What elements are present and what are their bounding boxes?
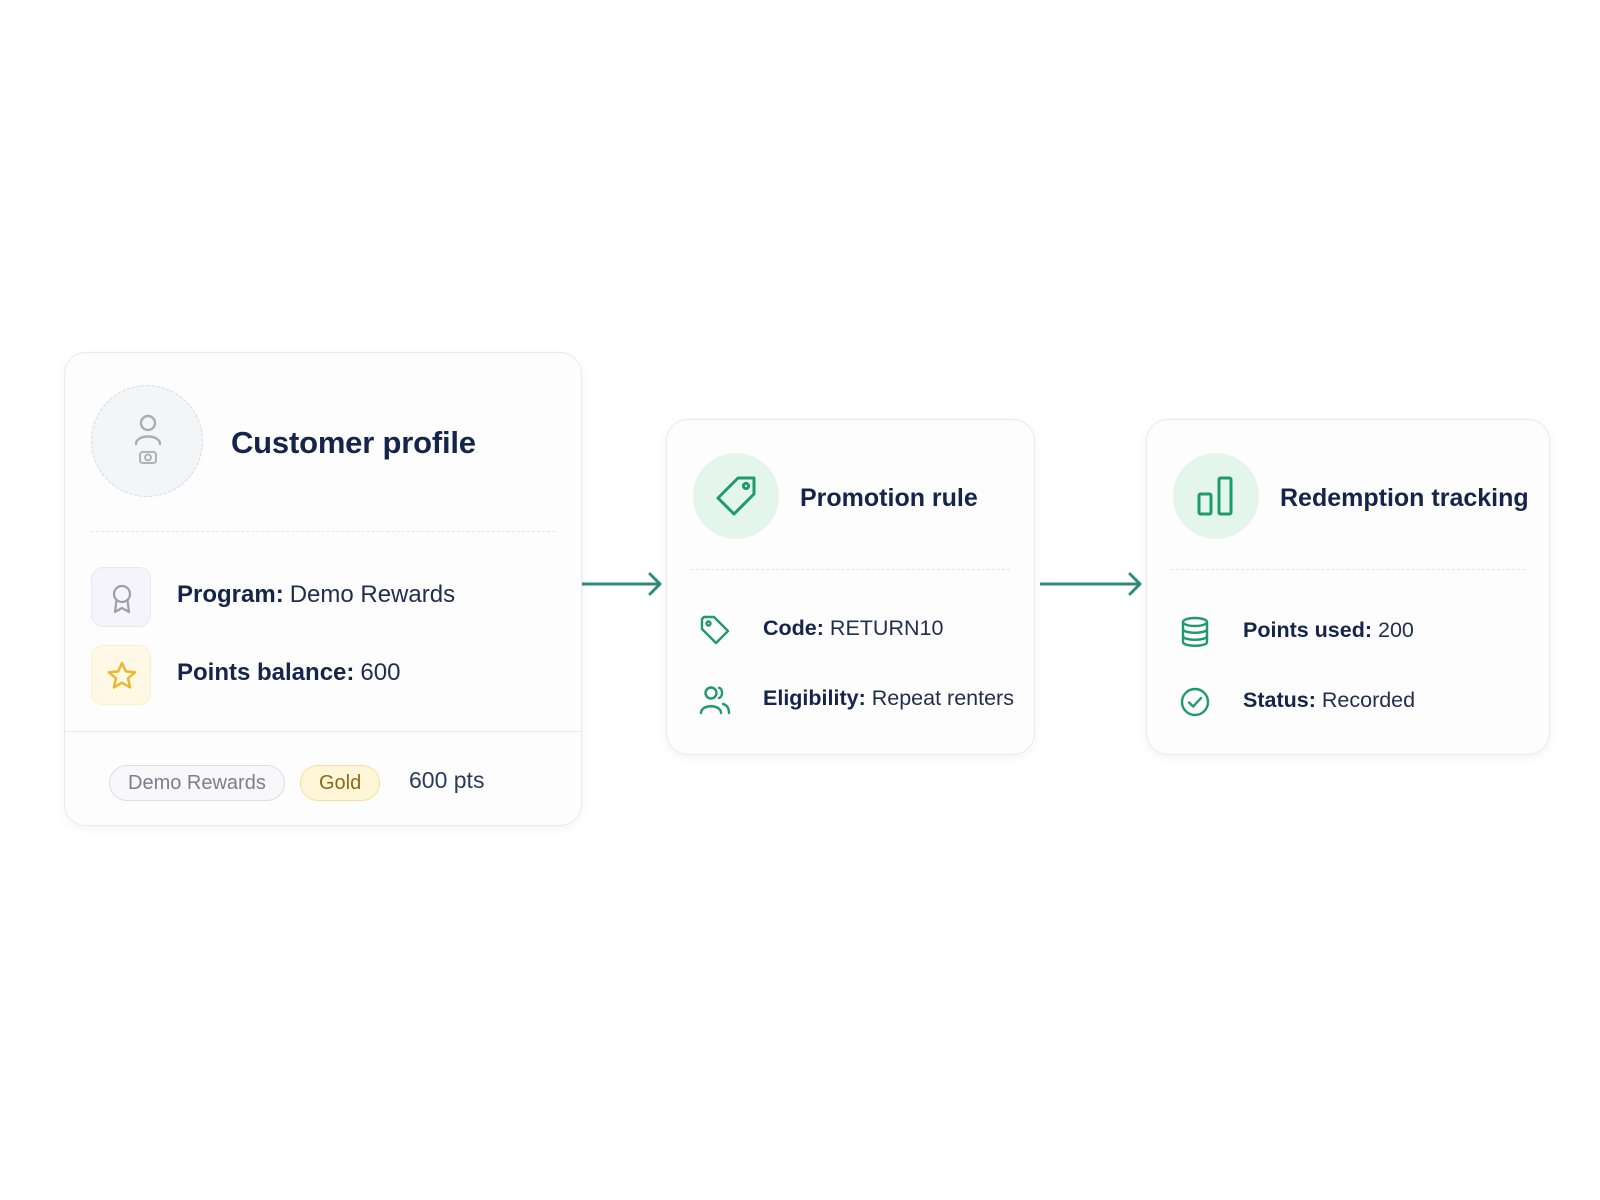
bar-chart-icon: [1197, 476, 1233, 516]
points-used-value: 200: [1378, 618, 1414, 642]
points-total: 600 pts: [409, 767, 485, 793]
card-title: Promotion rule: [800, 484, 978, 512]
eligibility-label: Eligibility:: [763, 686, 866, 710]
profile-footer: Demo Rewards Gold 600 pts: [109, 765, 569, 805]
points-used-label: Points used:: [1243, 618, 1373, 642]
program-label: Program:: [177, 581, 284, 608]
arrow-right-icon: [1040, 572, 1142, 596]
footer-divider: [65, 731, 581, 732]
card-title: Redemption tracking: [1280, 484, 1529, 512]
database-icon: [1181, 616, 1209, 647]
customer-profile-card: Customer profile Program:Demo Rewards Po…: [64, 352, 582, 826]
users-icon: [699, 686, 731, 715]
eligibility-value: Repeat renters: [871, 686, 1014, 710]
arrow-right-icon: [582, 572, 662, 596]
code-row: Code:RETURN10: [699, 610, 1039, 650]
status-label: Status:: [1243, 688, 1316, 712]
divider: [1171, 569, 1525, 570]
card-title: Customer profile: [231, 425, 476, 460]
points-balance-value: 600: [360, 659, 401, 686]
divider: [691, 569, 1010, 570]
user-camera-icon: [134, 414, 162, 464]
points-used-row: Points used:200: [1179, 612, 1519, 652]
code-value: RETURN10: [829, 616, 944, 640]
promotion-header-icon: [693, 453, 779, 539]
status-row: Status:Recorded: [1179, 682, 1519, 722]
tag-icon: [700, 615, 730, 645]
avatar[interactable]: [91, 385, 203, 497]
redemption-header-icon: [1173, 453, 1259, 539]
program-row: Program:Demo Rewards: [91, 567, 551, 627]
eligibility-row: Eligibility:Repeat renters: [699, 680, 1039, 720]
program-icon-badge: [91, 567, 151, 627]
tag-icon: [716, 476, 756, 516]
points-balance-row: Points balance:600: [91, 645, 551, 705]
tier-pill: Gold: [300, 765, 381, 801]
status-value: Recorded: [1321, 688, 1416, 712]
star-icon: [107, 661, 137, 689]
program-pill: Demo Rewards: [109, 765, 285, 801]
award-ribbon-icon: [112, 584, 132, 614]
points-icon-badge: [91, 645, 151, 705]
points-balance-label: Points balance:: [177, 659, 355, 686]
divider: [91, 531, 555, 532]
code-label: Code:: [763, 616, 824, 640]
redemption-tracking-card: Redemption tracking Points used:200 Stat…: [1146, 419, 1550, 755]
program-value: Demo Rewards: [289, 581, 456, 608]
promotion-rule-card: Promotion rule Code:RETURN10 Eligibility…: [666, 419, 1035, 755]
check-circle-icon: [1180, 687, 1210, 717]
